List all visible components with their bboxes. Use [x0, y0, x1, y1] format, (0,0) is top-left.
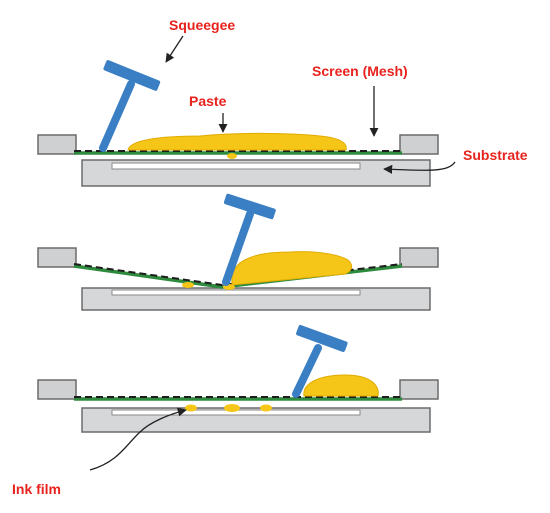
substrate-recess: [111, 289, 361, 296]
substrate-recess: [111, 162, 361, 170]
paste-blob: [127, 132, 347, 151]
ink-deposit: [182, 282, 194, 288]
frame-right: [399, 379, 439, 400]
stage-2: [37, 193, 439, 311]
label-squeegee: Squeegee: [169, 17, 235, 33]
label-ink-film: Ink film: [12, 481, 61, 497]
squeegee: [222, 193, 276, 286]
stage-3: [37, 324, 439, 433]
ink-film-deposit: [185, 404, 197, 412]
paste-blob: [231, 251, 353, 286]
frame-right: [399, 247, 439, 268]
label-substrate: Substrate: [463, 147, 528, 163]
paste-blob: [303, 374, 379, 397]
ink-film-deposit: [260, 404, 272, 412]
stage-1: [37, 60, 439, 187]
frame-right: [399, 134, 439, 155]
arrow-ink-film: [89, 407, 187, 471]
label-screen-mesh: Screen (Mesh): [312, 63, 408, 79]
frame-left: [37, 247, 77, 268]
squeegee: [99, 60, 161, 152]
arrow-substrate: [383, 161, 456, 174]
arrow-squeegee: [165, 35, 184, 63]
label-paste: Paste: [189, 93, 227, 109]
ink-film-deposit: [224, 404, 240, 412]
paste-drip: [227, 153, 237, 159]
frame-left: [37, 134, 77, 155]
squeegee: [292, 324, 348, 398]
frame-left: [37, 379, 77, 400]
